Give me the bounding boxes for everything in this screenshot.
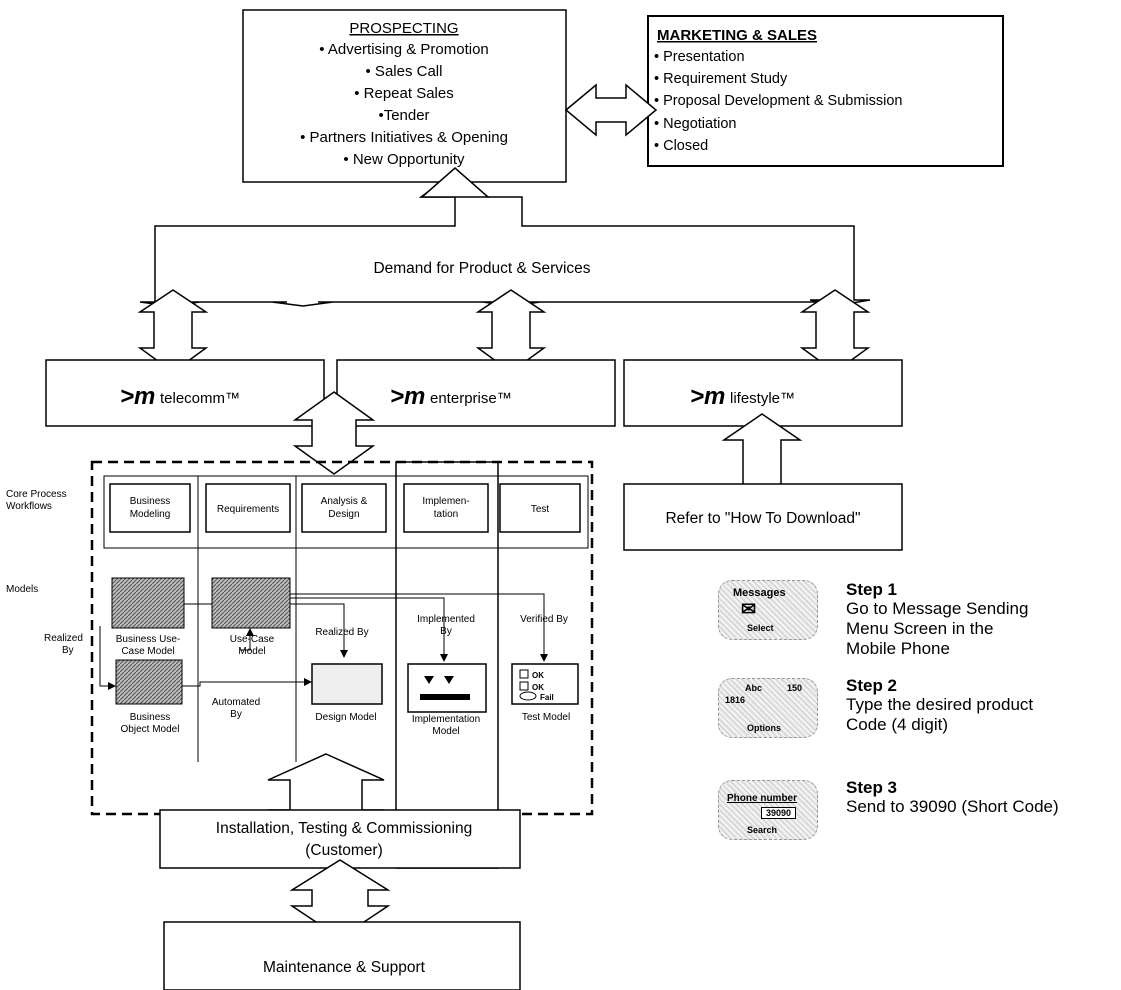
test-icon-label: Fail xyxy=(540,693,554,702)
model-label: Design Model xyxy=(315,712,376,723)
step-text: Code (4 digit) xyxy=(846,715,1033,735)
business-object-thumbnail xyxy=(116,660,182,704)
workflow-label: Implemen- xyxy=(422,496,469,507)
models-label: Models xyxy=(6,584,38,595)
product-name: telecomm™ xyxy=(160,390,240,407)
model-label: Business Use- xyxy=(116,634,180,645)
workflow-label: Requirements xyxy=(217,504,279,515)
use-case-thumbnail xyxy=(212,578,290,628)
model-label: Model xyxy=(432,726,459,737)
marketing-item: • Closed xyxy=(654,138,708,154)
realized-by-label: By xyxy=(62,645,74,656)
core-process-label: Core Process xyxy=(6,489,67,500)
step-text: Mobile Phone xyxy=(846,639,1028,659)
product-prefix: >m xyxy=(690,383,725,410)
step-3: Step 3 Send to 39090 (Short Code) xyxy=(846,778,1059,817)
product-name: enterprise™ xyxy=(430,390,512,407)
phone-text: 39090 xyxy=(761,807,796,819)
envelope-icon: ✉ xyxy=(741,599,756,620)
step-text: Send to 39090 (Short Code) xyxy=(846,797,1059,817)
product-prefix: >m xyxy=(390,383,425,410)
step-title: Step 2 xyxy=(846,676,1033,695)
marketing-sales-box: MARKETING & SALES • Presentation • Requi… xyxy=(648,16,1003,166)
workflow-label: tation xyxy=(434,509,458,520)
marketing-item: • Presentation xyxy=(654,49,745,65)
prospecting-item: • Sales Call xyxy=(366,63,443,80)
workflow-label: Analysis & xyxy=(321,496,368,507)
arrow-label: By xyxy=(230,709,242,720)
phone-text: 1816 xyxy=(725,695,745,705)
step-text: Go to Message Sending xyxy=(846,599,1028,619)
phone-text: 150 xyxy=(787,683,802,693)
phone-text: Select xyxy=(747,623,774,633)
product-prefix: >m xyxy=(120,383,155,410)
step-text: Menu Screen in the xyxy=(846,619,1028,639)
phone-text: Abc xyxy=(745,683,762,693)
model-label: Implementation xyxy=(412,714,480,725)
refer-label: Refer to "How To Download" xyxy=(665,510,860,527)
prospecting-item: • Advertising & Promotion xyxy=(319,41,489,58)
workflow-label: Modeling xyxy=(130,509,171,520)
arrow-label: Automated xyxy=(212,697,260,708)
prospecting-item: • New Opportunity xyxy=(343,151,465,168)
maintenance-box: Maintenance & Support xyxy=(164,922,520,990)
arrow-label: Implemented xyxy=(417,614,475,625)
step-text: Type the desired product xyxy=(846,695,1033,715)
model-label: Business xyxy=(130,712,171,723)
step-1: Step 1 Go to Message Sending Menu Screen… xyxy=(846,580,1028,659)
prospecting-item: • Partners Initiatives & Opening xyxy=(300,129,508,146)
phone-text: Search xyxy=(747,825,777,835)
workflow-label: Design xyxy=(328,509,359,520)
product-name: lifestyle™ xyxy=(730,390,795,407)
step-title: Step 1 xyxy=(846,580,1028,599)
phone-text: Messages xyxy=(733,587,786,599)
model-label: Model xyxy=(238,646,265,657)
step-title: Step 3 xyxy=(846,778,1059,797)
marketing-item: • Requirement Study xyxy=(654,71,788,87)
installation-label: Installation, Testing & Commissioning xyxy=(216,820,472,837)
prospecting-item: •Tender xyxy=(378,107,429,124)
realized-by-label: Realized xyxy=(44,633,83,644)
refer-box: Refer to "How To Download" xyxy=(624,484,902,550)
arrow-label: Realized By xyxy=(315,627,368,638)
arrow-label: Verified By xyxy=(520,614,568,625)
installation-label: (Customer) xyxy=(305,842,383,859)
model-label: Test Model xyxy=(522,712,570,723)
test-icon-label: OK xyxy=(532,671,544,680)
marketing-item: • Proposal Development & Submission xyxy=(654,93,902,109)
step-2: Step 2 Type the desired product Code (4 … xyxy=(846,676,1033,735)
workflow-label: Business xyxy=(130,496,171,507)
double-arrow-horizontal xyxy=(566,85,656,135)
model-label: Case Model xyxy=(121,646,174,657)
workflow-label: Test xyxy=(531,504,550,515)
marketing-title: MARKETING & SALES xyxy=(657,27,817,44)
product-box-telecomm: >m telecomm™ xyxy=(46,360,324,426)
test-icon-label: OK xyxy=(532,683,544,692)
product-box-enterprise: >m enterprise™ xyxy=(337,360,615,426)
business-use-case-thumbnail xyxy=(112,578,184,628)
prospecting-box: PROSPECTING • Advertising & Promotion • … xyxy=(243,10,566,182)
implementation-thumbnail xyxy=(408,664,486,712)
core-process-label: Workflows xyxy=(6,501,52,512)
phone-text: Phone number xyxy=(727,793,797,804)
design-model-thumbnail xyxy=(312,664,382,704)
demand-block-arrow xyxy=(140,172,870,306)
arrow-label: By xyxy=(440,626,452,637)
phone-screen-phone-number: Phone number 39090 Search xyxy=(718,780,818,840)
demand-label: Demand for Product & Services xyxy=(373,260,590,277)
prospecting-item: • Repeat Sales xyxy=(354,85,453,102)
marketing-item: • Negotiation xyxy=(654,116,736,132)
phone-text: Options xyxy=(747,723,781,733)
model-label: Object Model xyxy=(121,724,180,735)
phone-screen-messages: Messages ✉ Select xyxy=(718,580,818,640)
phone-screen-options: Abc 150 1816 Options xyxy=(718,678,818,738)
prospecting-title: PROSPECTING xyxy=(349,20,458,37)
maintenance-label: Maintenance & Support xyxy=(263,959,426,976)
